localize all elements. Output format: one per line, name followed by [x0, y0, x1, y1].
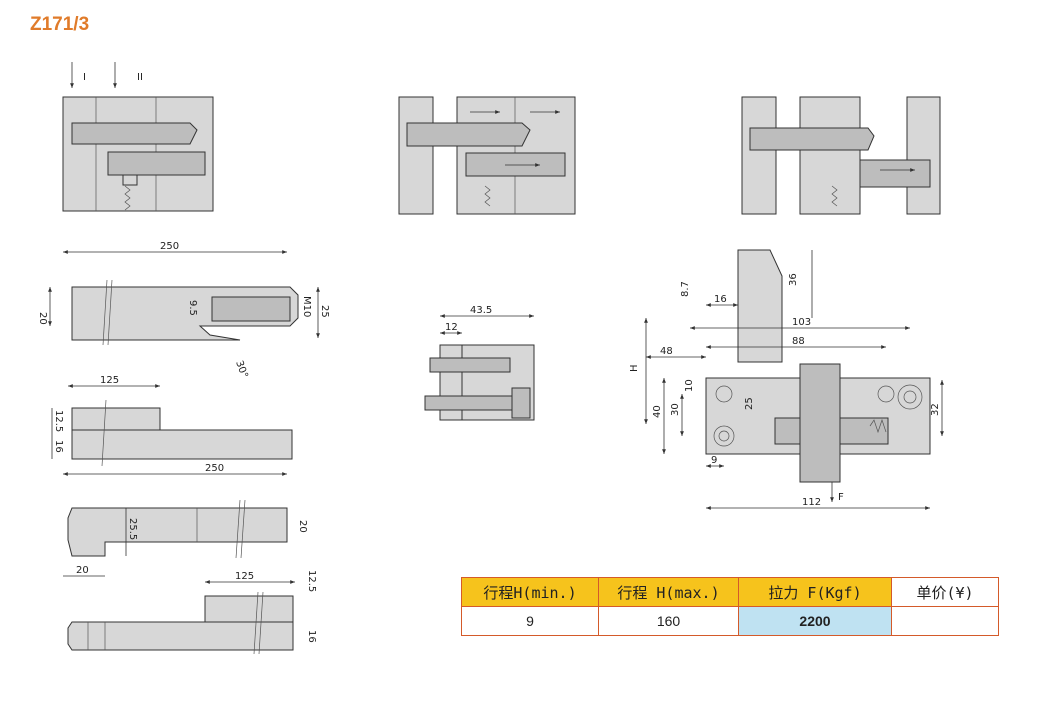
dim-88: 88: [792, 336, 805, 347]
value-force: 2200: [738, 606, 892, 636]
dim-36: 36: [788, 273, 799, 286]
dim-m10: M10: [301, 296, 312, 317]
slider-side-view-3: 125 12.5 16: [67, 570, 317, 655]
dim-12: 12: [445, 322, 458, 333]
dim-250-a: 250: [160, 241, 179, 252]
dim-112: 112: [802, 497, 821, 508]
dim-10: 10: [684, 379, 695, 392]
label-section-i: I: [83, 72, 86, 83]
dim-16-c: 16: [714, 294, 727, 305]
dim-12-5-b: 12.5: [306, 570, 317, 592]
dim-40: 40: [652, 405, 663, 418]
dim-25-a: 25: [319, 305, 330, 318]
header-unit-price: 单价(¥): [891, 577, 999, 607]
spec-table-value-row: 9 160 2200: [461, 606, 999, 636]
dim-125-b: 125: [235, 571, 254, 582]
force-label-f: F: [838, 492, 844, 503]
dim-8-7: 8.7: [680, 281, 691, 297]
header-stroke-min: 行程H(min.): [461, 577, 599, 607]
slider-side-view-1: 125 12.5 16: [51, 375, 293, 467]
page-title: Z171/3: [30, 14, 90, 35]
dim-103: 103: [792, 317, 811, 328]
header-force: 拉力 F(Kgf): [738, 577, 892, 607]
main-assembly-view: 36 8.7 16 103 88 48 H 10 40 30 25 32 9 1…: [629, 249, 944, 510]
value-stroke-max: 160: [598, 606, 739, 636]
dim-32: 32: [930, 403, 941, 416]
dim-250-b: 250: [205, 463, 224, 474]
section-view-1: I II: [62, 62, 214, 212]
dim-48: 48: [660, 346, 673, 357]
slider-top-view: 250 20 9.5 M10 25 30°: [37, 241, 330, 380]
label-section-ii: II: [137, 72, 143, 83]
dim-h: H: [629, 364, 640, 372]
dim-16-b: 16: [306, 630, 317, 643]
dim-43-5: 43.5: [470, 305, 492, 316]
dim-25-b: 25: [744, 397, 755, 410]
spec-table-header-row: 行程H(min.) 行程 H(max.) 拉力 F(Kgf) 单价(¥): [461, 577, 999, 607]
dim-20-a: 20: [37, 312, 48, 325]
dim-16-a: 16: [53, 440, 64, 453]
dim-9: 9: [711, 455, 717, 466]
dim-30: 30: [670, 403, 681, 416]
section-view-3: [741, 96, 941, 215]
dim-30-deg: 30°: [233, 359, 249, 379]
dim-9-5: 9.5: [187, 300, 198, 316]
dim-25-5: 25.5: [127, 518, 138, 540]
dim-20-c: 20: [76, 565, 89, 576]
bracket-view: 43.5 12: [424, 305, 535, 421]
dim-125-a: 125: [100, 375, 119, 386]
dim-20-b: 20: [297, 520, 308, 533]
dim-12-5-a: 12.5: [53, 410, 64, 432]
value-unit-price: [891, 606, 999, 636]
header-stroke-max: 行程 H(max.): [598, 577, 739, 607]
section-view-2: [398, 96, 576, 215]
slider-side-view-2: 250 25.5 20 20: [63, 463, 308, 577]
value-stroke-min: 9: [461, 606, 599, 636]
spec-table: 行程H(min.) 行程 H(max.) 拉力 F(Kgf) 单价(¥) 9 1…: [461, 577, 999, 636]
